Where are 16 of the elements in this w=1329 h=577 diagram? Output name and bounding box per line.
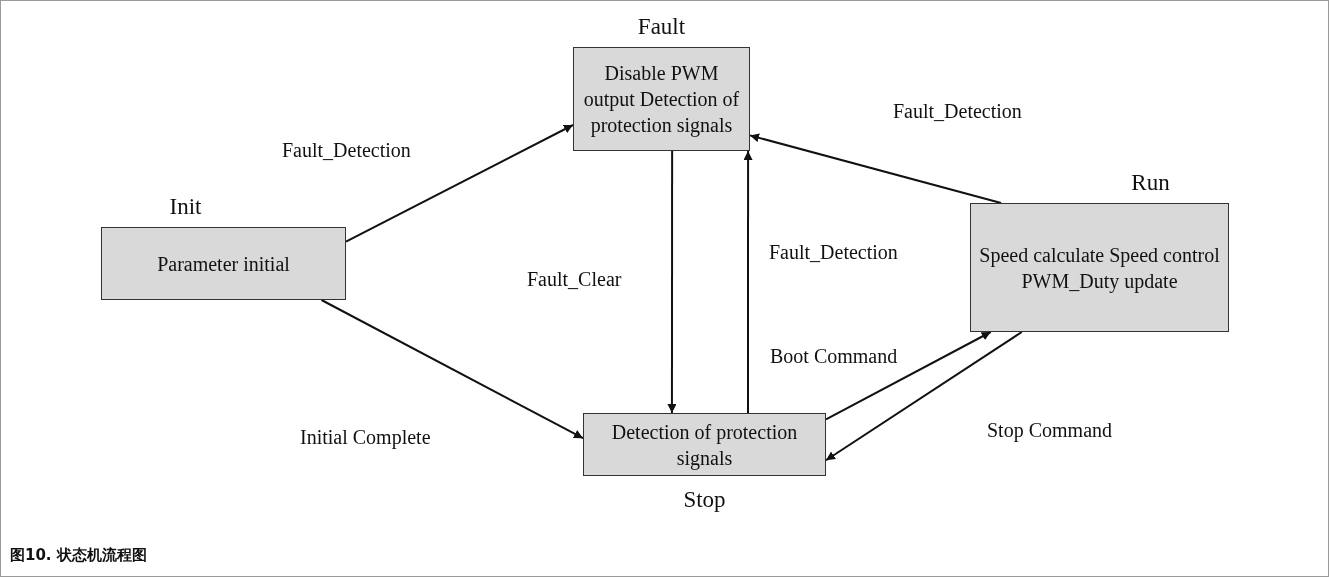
state-actions: Detection of protection signals [610,419,799,471]
arrow [345,124,574,243]
state-name: Stop [683,487,726,513]
figure-caption: 图10. 状态机流程图 [10,546,147,565]
state-name: Fault [637,14,686,40]
state-name: Init [169,194,202,220]
state-actions: Speed calculate Speed control PWM_Duty update [978,242,1221,294]
arrow [320,299,584,440]
arrow [749,133,1003,204]
arrow [825,331,1023,462]
arrow [825,331,992,421]
state-name: Run [1131,170,1170,196]
state-actions: Parameter initial [156,251,291,277]
state-actions: Disable PWM output Detection of protection signals [582,61,741,138]
arrow [743,150,753,414]
arrow [667,150,677,414]
